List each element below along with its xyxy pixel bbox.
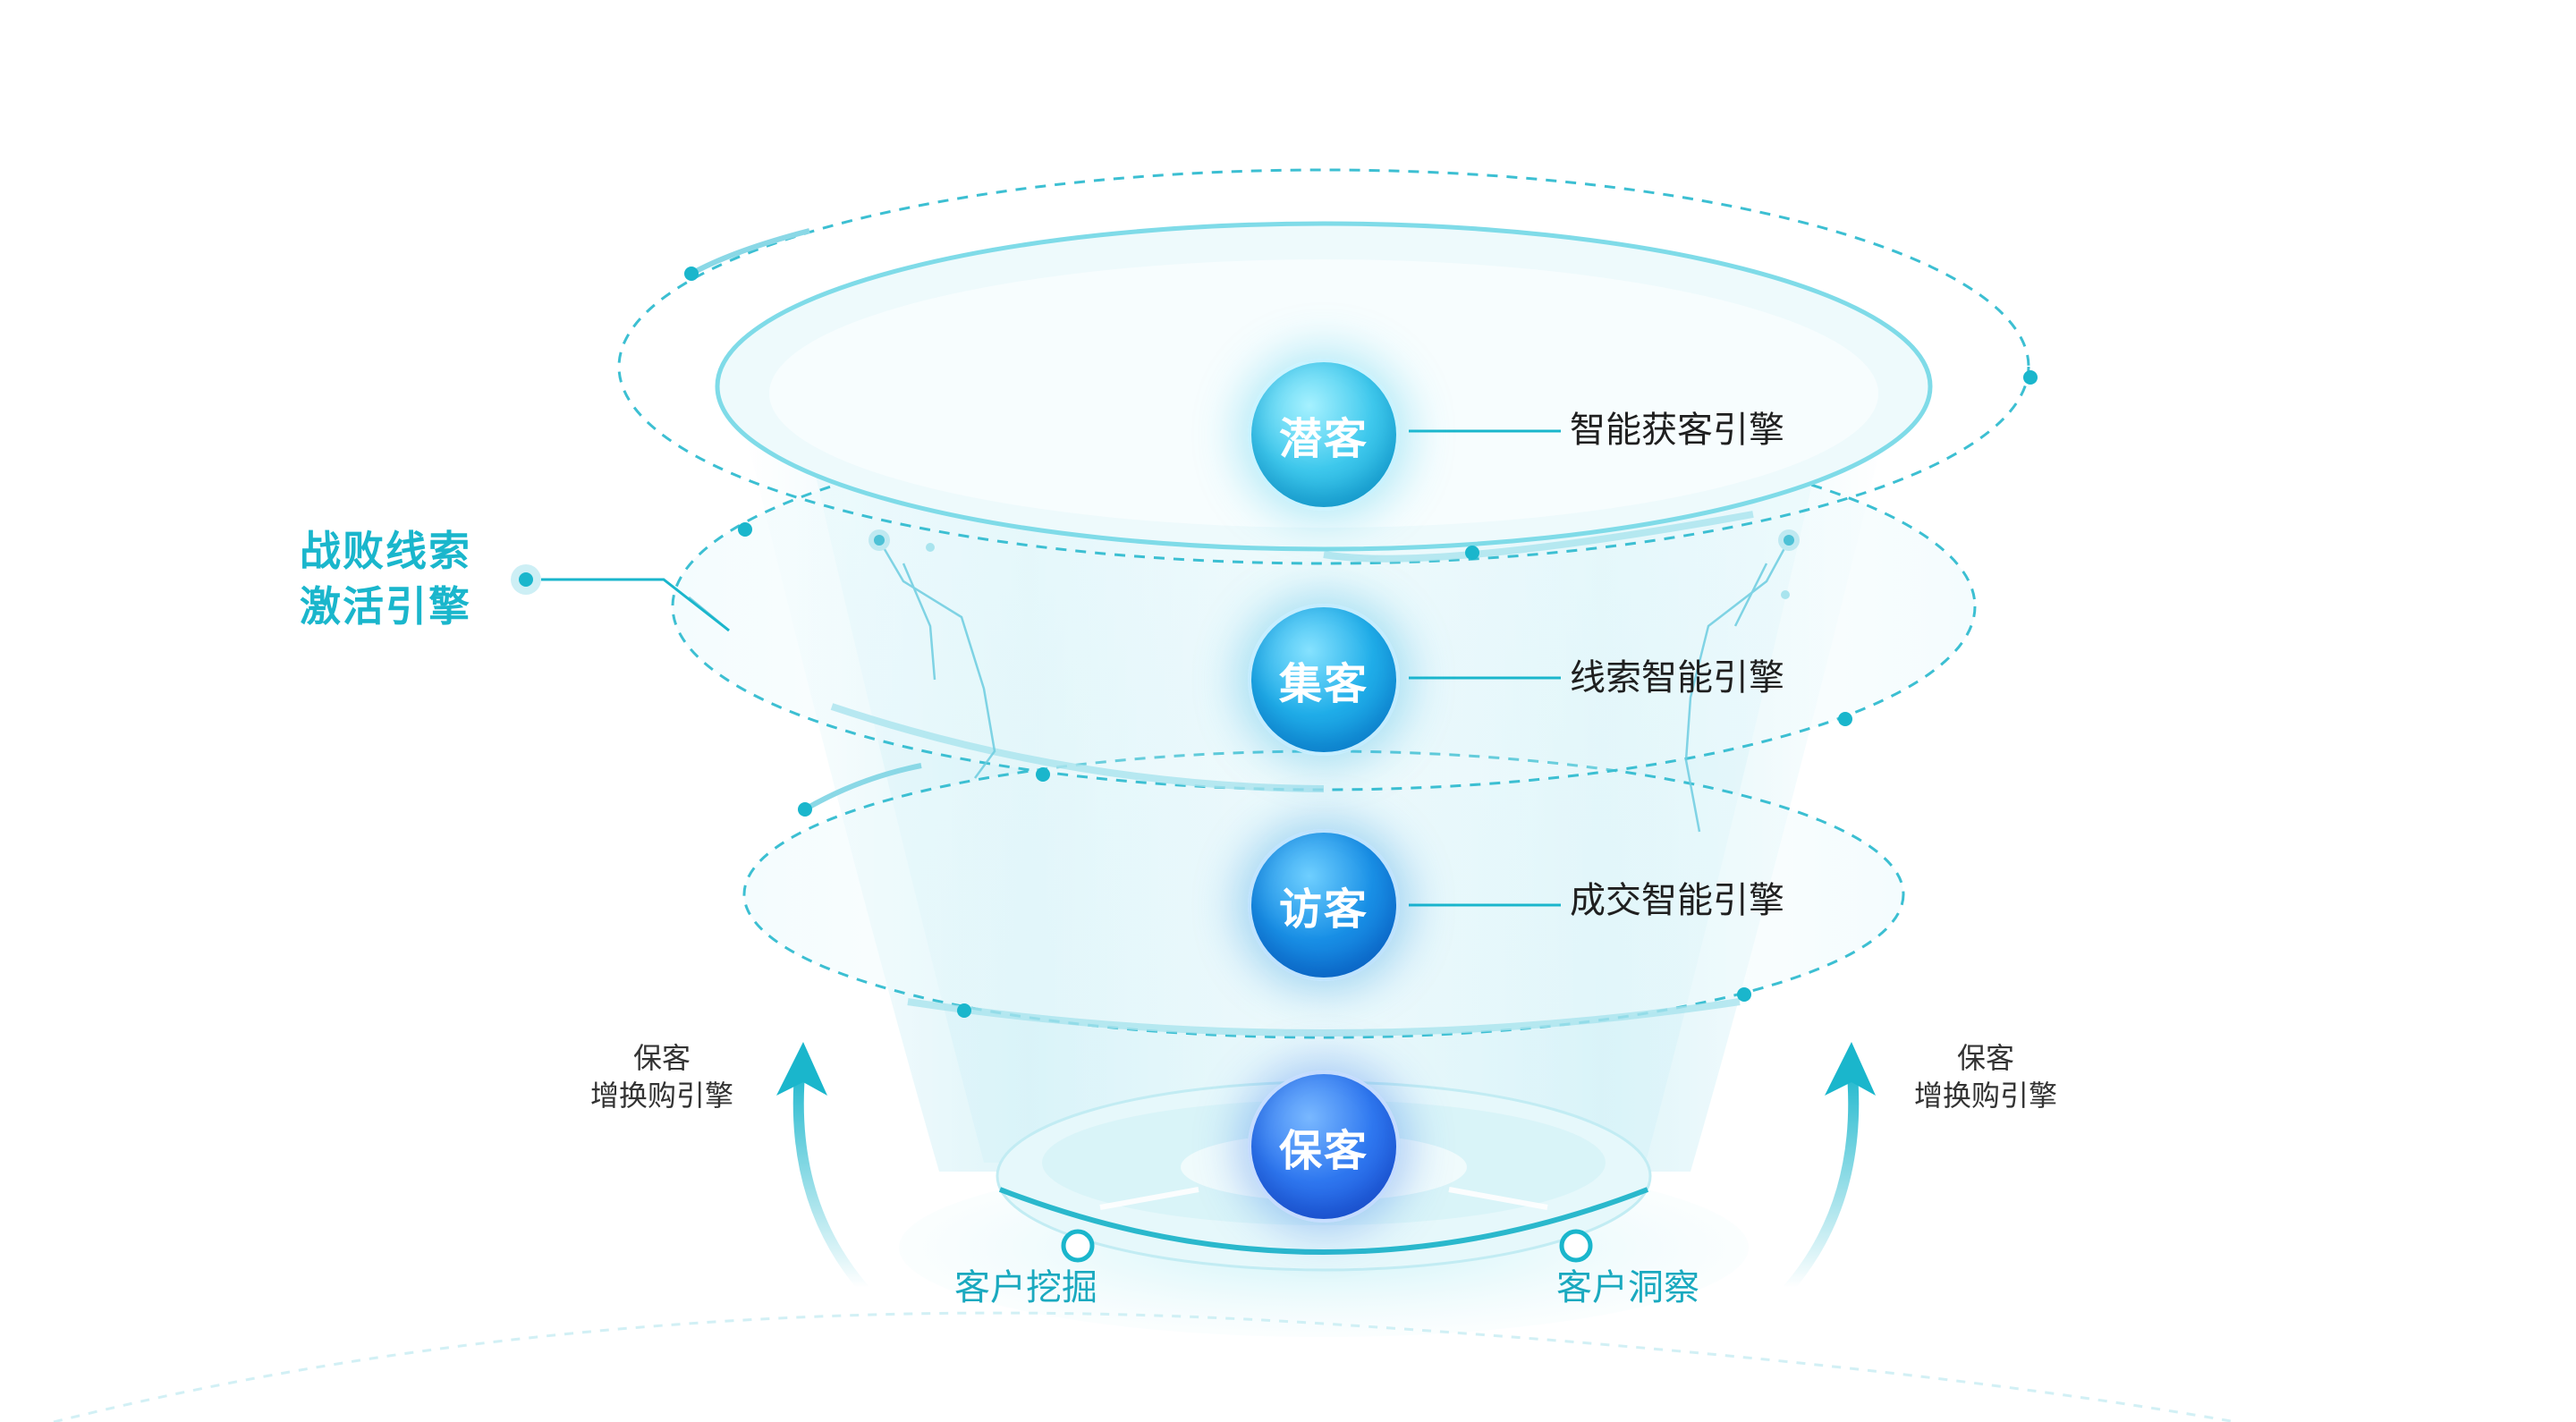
stage-retained-customer: 保客 bbox=[1248, 1071, 1400, 1223]
stage-label: 访客 bbox=[1278, 885, 1368, 935]
engine-label-deal: 成交智能引擎 bbox=[1570, 880, 1784, 921]
stage-label: 保客 bbox=[1278, 1126, 1368, 1176]
engine-label-acquisition: 智能获客引擎 bbox=[1570, 410, 1784, 451]
retention-engine-label-right: 保客 增换购引擎 bbox=[1869, 1039, 2102, 1114]
arrow-label-line1: 保客 bbox=[1956, 1041, 2014, 1075]
engine-label-lead: 线索智能引擎 bbox=[1570, 657, 1784, 698]
stage-visitor: 访客 bbox=[1248, 829, 1400, 981]
stage-lead-collection: 集客 bbox=[1248, 604, 1400, 756]
left-engine-line2: 激活引擎 bbox=[300, 582, 471, 631]
left-engine-line1: 战败线索 bbox=[300, 527, 471, 575]
arrow-label-line1: 保客 bbox=[632, 1041, 691, 1075]
arrow-label-line2: 增换购引擎 bbox=[1913, 1079, 2057, 1113]
customer-mining-label: 客户挖掘 bbox=[954, 1267, 1097, 1308]
stage-label: 潜客 bbox=[1278, 414, 1368, 464]
retention-engine-label-left: 保客 增换购引擎 bbox=[546, 1039, 778, 1114]
lost-lead-activation-engine: 战败线索 激活引擎 bbox=[300, 523, 505, 634]
customer-insight-label: 客户洞察 bbox=[1556, 1267, 1699, 1308]
stage-label: 集客 bbox=[1278, 659, 1368, 709]
stage-potential-customer: 潜客 bbox=[1248, 359, 1400, 511]
arrow-label-line2: 增换购引擎 bbox=[589, 1079, 733, 1113]
